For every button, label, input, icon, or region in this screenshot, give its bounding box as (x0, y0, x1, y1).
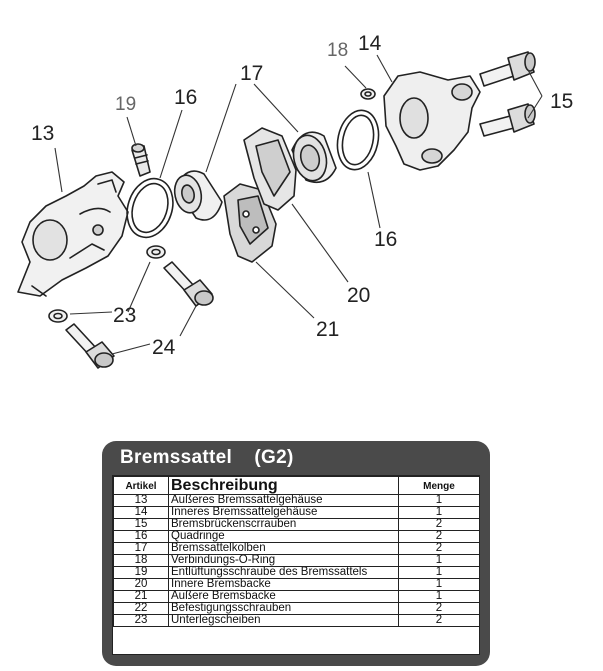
callout-14: 14 (358, 32, 382, 55)
callout-16-right: 16 (374, 228, 397, 251)
row-menge: 1 (398, 566, 479, 579)
row-menge: 1 (398, 590, 479, 603)
table-row: 14 Inneres Bremssattelgehäuse 1 (113, 506, 479, 519)
row-artikel: 14 (113, 506, 169, 519)
leader-lines (54, 54, 543, 355)
row-beschreibung: Entlüftungsschraube des Bremssattels (168, 566, 399, 579)
inner-brake-pad (243, 127, 297, 211)
row-menge: 2 (398, 518, 479, 531)
row-menge: 2 (398, 602, 479, 615)
row-menge: 2 (398, 530, 479, 543)
connecting-o-ring (360, 88, 376, 100)
row-menge: 1 (398, 494, 479, 507)
exploded-view-diagram: 13 19 16 17 18 14 15 16 20 21 23 24 (17, 32, 573, 369)
callout-17: 17 (240, 62, 263, 85)
row-menge: 1 (398, 554, 479, 567)
row-artikel: 18 (113, 554, 169, 567)
row-artikel: 19 (113, 566, 169, 579)
parts-table: Artikel Beschreibung Menge 13 Äußeres Br… (113, 476, 479, 627)
row-beschreibung: Bremssattelkolben (168, 542, 399, 555)
bleed-screw (131, 143, 151, 177)
row-menge: 1 (398, 506, 479, 519)
table-row: 21 Äußere Bremsbacke 1 (113, 590, 479, 603)
parts-table-title: Bremssattel (G2) (120, 447, 294, 468)
row-artikel: 16 (113, 530, 169, 543)
callout-23: 23 (113, 304, 136, 327)
bridge-bolt-lower (479, 103, 536, 137)
row-menge: 2 (398, 614, 479, 627)
row-artikel: 13 (113, 494, 169, 507)
inner-caliper-housing (383, 71, 481, 171)
piston-right (291, 131, 337, 184)
table-row: 23 Unterlegscheiben 2 (113, 614, 479, 627)
parts-table-header-row: Artikel Beschreibung Menge (113, 476, 479, 495)
mounting-bolt-lower (65, 323, 115, 369)
quad-ring-right (336, 109, 380, 171)
callout-18: 18 (327, 40, 348, 61)
row-artikel: 15 (113, 518, 169, 531)
callout-21: 21 (316, 318, 339, 341)
callout-19: 19 (115, 94, 136, 115)
row-beschreibung: Innere Bremsbacke (168, 578, 399, 591)
callout-15: 15 (550, 90, 573, 113)
washer-lower (48, 309, 68, 323)
parts-table-card: Bremssattel (G2) Artikel Beschreibung Me… (102, 441, 490, 666)
piston-left (173, 170, 223, 221)
bridge-bolt-upper (479, 51, 536, 87)
outer-caliper-housing (17, 171, 129, 297)
callout-16-left: 16 (174, 86, 197, 109)
row-beschreibung: Äußeres Bremssattelgehäuse (168, 494, 399, 507)
callout-13: 13 (31, 122, 54, 145)
header-artikel: Artikel (113, 476, 169, 495)
row-beschreibung: Quadringe (168, 530, 399, 543)
callout-20: 20 (347, 284, 370, 307)
row-menge: 1 (398, 578, 479, 591)
quad-ring-left (126, 177, 174, 239)
washer-upper (146, 245, 166, 259)
row-artikel: 23 (113, 614, 169, 627)
table-row: 18 Verbindungs-O-Ring 1 (113, 554, 479, 567)
row-artikel: 22 (113, 602, 169, 615)
header-beschreibung: Beschreibung (168, 476, 399, 495)
row-artikel: 20 (113, 578, 169, 591)
table-row: 17 Bremssattelkolben 2 (113, 542, 479, 555)
row-menge: 2 (398, 542, 479, 555)
row-beschreibung: Unterlegscheiben (168, 614, 399, 627)
table-row: 19 Entlüftungsschraube des Bremssattels … (113, 566, 479, 579)
table-row: 16 Quadringe 2 (113, 530, 479, 543)
row-beschreibung: Befestigungsschrauben (168, 602, 399, 615)
table-row: 13 Äußeres Bremssattelgehäuse 1 (113, 494, 479, 507)
row-artikel: 21 (113, 590, 169, 603)
callout-24: 24 (152, 336, 176, 359)
table-row: 15 Bremsbrückenscrrauben 2 (113, 518, 479, 531)
parts-table-body: Artikel Beschreibung Menge 13 Äußeres Br… (112, 475, 480, 655)
row-beschreibung: Inneres Bremssattelgehäuse (168, 506, 399, 519)
mounting-bolt-upper (163, 261, 214, 307)
table-row: 20 Innere Bremsbacke 1 (113, 578, 479, 591)
row-artikel: 17 (113, 542, 169, 555)
row-beschreibung: Bremsbrückenscrrauben (168, 518, 399, 531)
table-row: 22 Befestigungsschrauben 2 (113, 602, 479, 615)
row-beschreibung: Verbindungs-O-Ring (168, 554, 399, 567)
row-beschreibung: Äußere Bremsbacke (168, 590, 399, 603)
header-menge: Menge (398, 476, 479, 495)
